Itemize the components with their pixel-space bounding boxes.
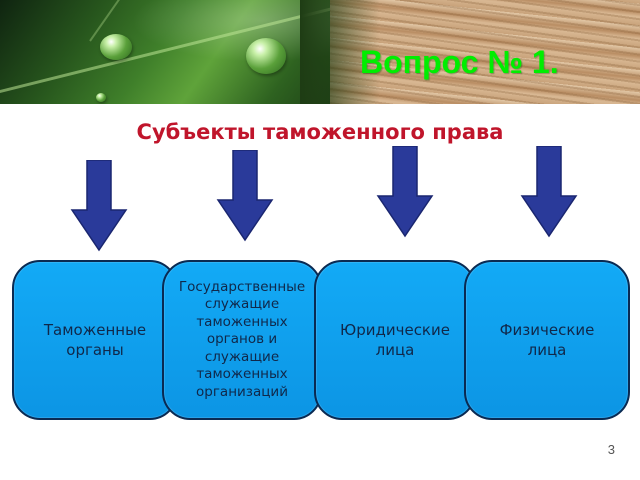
subject-box-legal-entities: Юридические лица [314,260,476,420]
header-banner: Вопрос № 1. [0,0,640,104]
water-drop-image [100,34,132,60]
subject-box-label: Юридические лица [340,321,450,359]
down-arrow-icon [216,150,274,242]
water-drop-image [96,93,106,102]
subject-box-label: Государственные служащие таможенных орга… [178,278,306,400]
leaf-background-image [0,0,369,104]
water-drop-image [246,38,286,74]
down-arrow-icon [520,146,578,238]
down-arrow-icon [70,160,128,252]
leaf-vein [89,0,183,42]
subject-box-customs-authorities: Таможенные органы [12,260,178,420]
subject-box-individuals: Физические лица [464,260,630,420]
subject-box-label: Физические лица [499,321,595,359]
subject-box-civil-servants: Государственные служащие таможенных орга… [162,260,322,420]
subject-box-label: Таможенные органы [43,321,147,359]
down-arrow-icon [376,146,434,238]
page-number: 3 [607,442,615,457]
wood-background-image [330,0,640,104]
banner-fade [300,0,380,104]
slide-subtitle: Субъекты таможенного права [136,120,504,144]
slide-title: Вопрос № 1. [360,44,559,80]
